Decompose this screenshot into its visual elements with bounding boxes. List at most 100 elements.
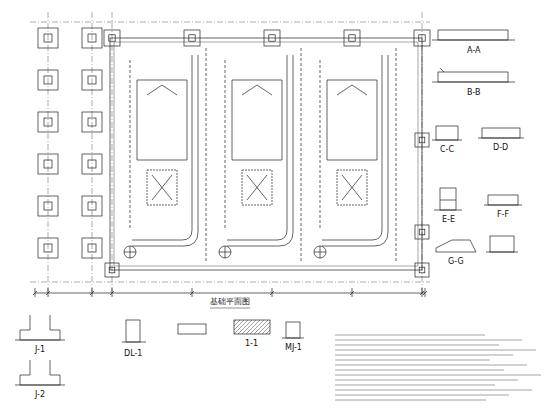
footing — [415, 225, 429, 239]
section-label: A-A — [466, 47, 481, 55]
footing — [82, 196, 102, 216]
pump-pit — [314, 246, 326, 258]
section-label: E-E — [441, 216, 456, 224]
footing — [38, 112, 58, 132]
column — [109, 35, 115, 41]
footing — [414, 30, 430, 46]
pit — [337, 170, 367, 205]
footing — [344, 30, 360, 46]
dimension-tick — [190, 288, 194, 297]
footing — [38, 238, 58, 258]
section-label: 1-1 — [244, 340, 259, 348]
column — [109, 267, 115, 273]
machine-base — [327, 80, 377, 160]
note-line — [335, 375, 541, 376]
dimension-tick — [110, 288, 114, 297]
column — [44, 118, 52, 126]
note-line — [335, 340, 522, 341]
column — [88, 244, 96, 252]
column — [44, 202, 52, 210]
column — [189, 35, 195, 41]
note-line — [335, 385, 495, 386]
column — [88, 202, 96, 210]
column — [419, 267, 425, 273]
footing — [415, 133, 429, 147]
note-line — [335, 365, 527, 366]
footing — [415, 263, 429, 277]
footing — [184, 30, 200, 46]
column — [88, 160, 96, 168]
column — [269, 35, 275, 41]
detail-label: J-2 — [34, 391, 46, 399]
pit — [152, 175, 172, 200]
pipe — [322, 55, 382, 240]
footing — [38, 70, 58, 90]
column — [419, 137, 425, 143]
note-line — [335, 335, 485, 336]
dimension-tick — [420, 288, 424, 297]
footing — [38, 154, 58, 174]
trench — [130, 48, 206, 262]
pit — [242, 170, 272, 205]
footing — [82, 112, 102, 132]
pipe — [322, 55, 388, 246]
column — [419, 229, 425, 235]
trench — [320, 48, 396, 262]
note-line — [335, 370, 504, 371]
column — [88, 118, 96, 126]
machine-base — [147, 85, 177, 95]
drawing-title: 基础平面图 — [209, 298, 251, 306]
pump-pit — [124, 246, 136, 258]
dimension-tick — [90, 288, 94, 297]
column — [44, 244, 52, 252]
pipe — [227, 55, 287, 240]
footing — [38, 196, 58, 216]
note-line — [335, 345, 499, 346]
footing — [38, 28, 58, 48]
detail-label: J-1 — [34, 346, 46, 354]
footing — [105, 263, 119, 277]
note-line — [335, 350, 536, 351]
detail-label: MJ-1 — [284, 344, 303, 352]
footing — [104, 30, 120, 46]
dimension-tick — [423, 288, 427, 297]
machine-base — [337, 85, 367, 95]
column — [88, 34, 96, 42]
pit — [342, 175, 362, 200]
note-line — [335, 395, 509, 396]
note-line — [335, 355, 513, 356]
machine-base — [242, 85, 272, 95]
dimension-tick — [350, 288, 354, 297]
machine-base — [232, 80, 282, 160]
pit — [247, 175, 267, 200]
section-label: F-F — [496, 211, 510, 219]
dimension-tick — [270, 288, 274, 297]
footing — [82, 154, 102, 174]
pump-pit — [219, 246, 231, 258]
column — [419, 35, 425, 41]
column — [44, 34, 52, 42]
pump-pit — [314, 246, 326, 258]
note-line — [335, 400, 486, 401]
pit — [147, 170, 177, 205]
trench — [225, 48, 301, 262]
note-line — [335, 360, 490, 361]
machine-base — [137, 80, 187, 160]
section-label: G-G — [447, 258, 465, 266]
column — [88, 76, 96, 84]
pipe — [132, 55, 198, 246]
pump-pit — [124, 246, 136, 258]
pump-pit — [219, 246, 231, 258]
section-label: C-C — [439, 146, 455, 154]
footing — [264, 30, 280, 46]
footing — [82, 238, 102, 258]
section-label: B-B — [466, 89, 482, 97]
footing — [82, 28, 102, 48]
section-label: D-D — [492, 144, 509, 152]
dimension-tick — [46, 288, 50, 297]
note-line — [335, 380, 518, 381]
column — [44, 160, 52, 168]
detail-label: DL-1 — [123, 350, 143, 358]
